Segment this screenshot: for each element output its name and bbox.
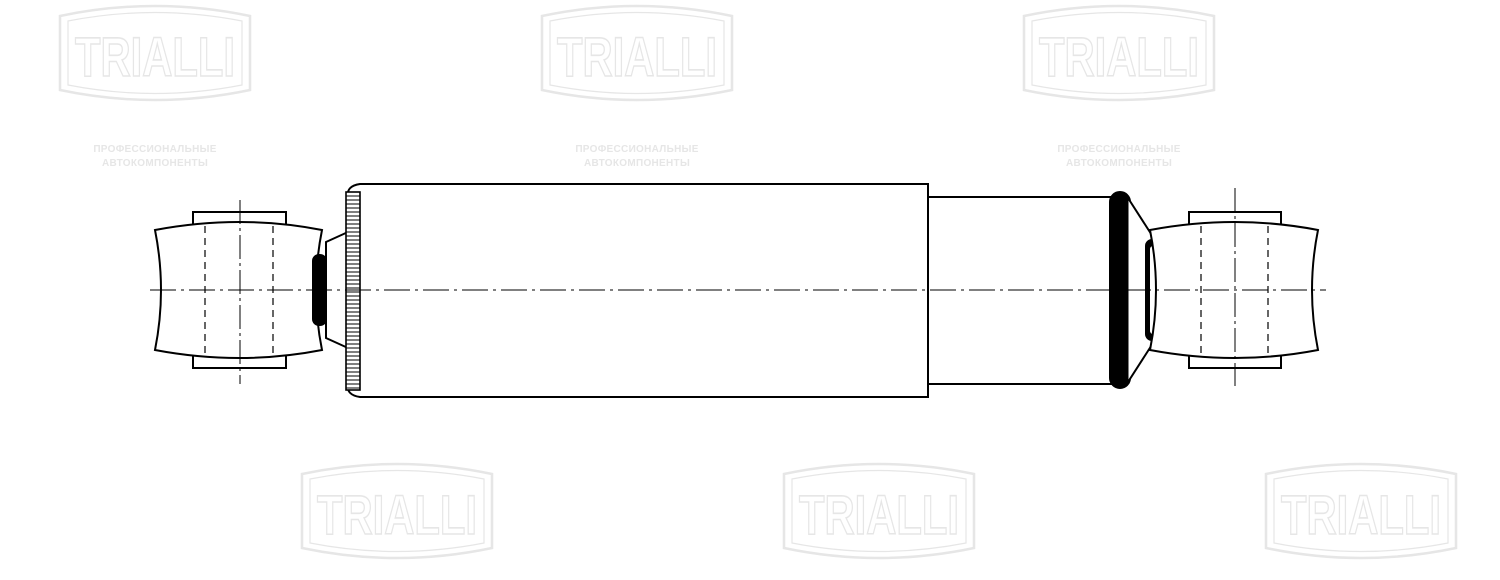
watermark-tagline: ПРОФЕССИОНАЛЬНЫЕ bbox=[93, 144, 216, 155]
left-eye-bushing bbox=[153, 200, 324, 384]
watermark-tagline: ПРОФЕССИОНАЛЬНЫЕ bbox=[575, 144, 698, 155]
watermark-logo: TRIALLI bbox=[540, 4, 734, 102]
watermark-tagline: АВТОКОМПОНЕНТЫ bbox=[102, 158, 208, 169]
watermark-brand: TRIALLI bbox=[799, 483, 959, 546]
watermark-tagline: АВТОКОМПОНЕНТЫ bbox=[584, 158, 690, 169]
watermark-logo: TRIALLI bbox=[58, 4, 252, 102]
watermark-logo: TRIALLI bbox=[1264, 462, 1458, 560]
right-eye-bushing bbox=[1148, 188, 1320, 386]
cylinder-end-cap bbox=[345, 191, 361, 391]
watermark-tagline: АВТОКОМПОНЕНТЫ bbox=[1066, 158, 1172, 169]
watermark-brand: TRIALLI bbox=[317, 483, 477, 546]
shock-absorber-drawing bbox=[150, 183, 1326, 398]
watermark-brand: TRIALLI bbox=[557, 25, 717, 88]
watermark-logo: TRIALLI bbox=[300, 462, 494, 560]
watermark-brand: TRIALLI bbox=[1281, 483, 1441, 546]
watermark-logo: TRIALLI bbox=[1022, 4, 1216, 102]
watermark-brand: TRIALLI bbox=[75, 25, 235, 88]
watermark-layer: TRIALLI ПРОФЕССИОНАЛЬНЫЕ АВТОКОМПОНЕНТЫ … bbox=[58, 4, 1458, 560]
watermark-brand: TRIALLI bbox=[1039, 25, 1199, 88]
watermark-logo: TRIALLI bbox=[782, 462, 976, 560]
watermark-tagline: ПРОФЕССИОНАЛЬНЫЕ bbox=[1057, 144, 1180, 155]
